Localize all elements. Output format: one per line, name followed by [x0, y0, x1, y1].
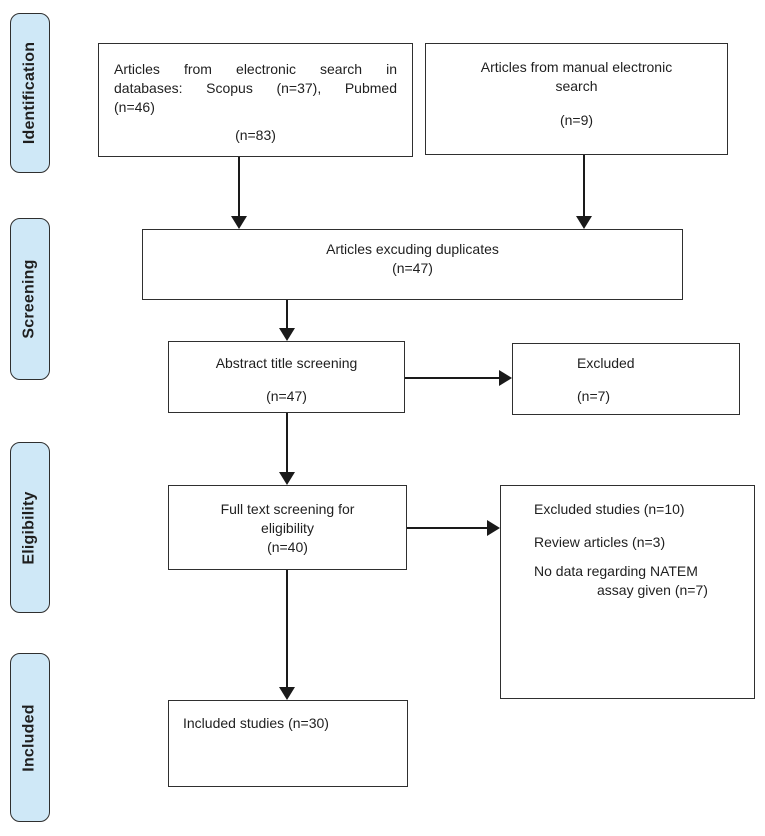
excluded-screening-line: Excluded: [577, 355, 635, 371]
excluded-eligibility-item-3-line-1: No data regarding NATEM: [534, 563, 698, 579]
arrow-head-icon: [279, 472, 295, 485]
arrow-head-icon: [279, 687, 295, 700]
box-fulltext-screening: Full text screening for eligibility (n=4…: [168, 485, 407, 570]
abstract-screening-line: Abstract title screening: [215, 355, 358, 371]
electronic-search-line-1: Articles from electronic search in: [114, 61, 397, 77]
stage-label-included: Included: [10, 653, 50, 822]
box-electronic-search: Articles from electronic search in datab…: [98, 43, 413, 157]
manual-search-line-2: search: [555, 78, 598, 94]
fulltext-screening-line-1: Full text screening for: [220, 501, 355, 517]
excluded-eligibility-item-2: Review articles (n=3): [534, 534, 666, 550]
arrow-line: [286, 570, 288, 689]
fulltext-screening-line-2: eligibility: [261, 520, 314, 536]
excluded-eligibility-item-3-line-2: assay given (n=7): [597, 582, 708, 598]
box-excluded-screening: Excluded (n=7): [512, 343, 740, 415]
arrow-line: [286, 413, 288, 474]
arrow-line: [286, 300, 288, 330]
stage-label-eligibility-text: Eligibility: [21, 490, 39, 565]
arrow-line: [407, 527, 489, 529]
arrow-head-icon: [576, 216, 592, 229]
included-studies-line: Included studies (n=30): [183, 715, 329, 731]
box-abstract-screening: Abstract title screening (n=47): [168, 341, 405, 413]
box-duplicates: Articles excuding duplicates (n=47): [142, 229, 683, 300]
stage-label-identification-text: Identification: [21, 41, 39, 145]
electronic-search-line-3: (n=46): [114, 99, 155, 115]
arrow-head-icon: [499, 370, 512, 386]
arrow-line: [405, 377, 501, 379]
stage-label-identification: Identification: [10, 13, 50, 173]
excluded-eligibility-item-1: Excluded studies (n=10): [534, 501, 685, 517]
duplicates-count: (n=47): [392, 260, 433, 276]
duplicates-line: Articles excuding duplicates: [326, 241, 499, 257]
stage-label-screening-text: Screening: [21, 259, 39, 339]
stage-label-included-text: Included: [21, 703, 39, 772]
electronic-search-count: (n=83): [235, 127, 276, 143]
box-included-studies: Included studies (n=30): [168, 700, 408, 787]
stage-label-eligibility: Eligibility: [10, 442, 50, 613]
arrow-head-icon: [231, 216, 247, 229]
box-manual-search: Articles from manual electronic search (…: [425, 43, 728, 155]
abstract-screening-count: (n=47): [266, 388, 307, 404]
fulltext-screening-count: (n=40): [267, 539, 308, 555]
electronic-search-line-2: databases: Scopus (n=37), Pubmed: [114, 80, 397, 96]
arrow-line: [583, 155, 585, 218]
stage-label-screening: Screening: [10, 218, 50, 380]
box-excluded-eligibility: Excluded studies (n=10) Review articles …: [500, 485, 755, 699]
arrow-head-icon: [279, 328, 295, 341]
arrow-head-icon: [487, 520, 500, 536]
arrow-line: [238, 157, 240, 218]
excluded-screening-count: (n=7): [577, 388, 611, 404]
manual-search-line-1: Articles from manual electronic: [480, 59, 673, 75]
manual-search-count: (n=9): [559, 112, 594, 128]
